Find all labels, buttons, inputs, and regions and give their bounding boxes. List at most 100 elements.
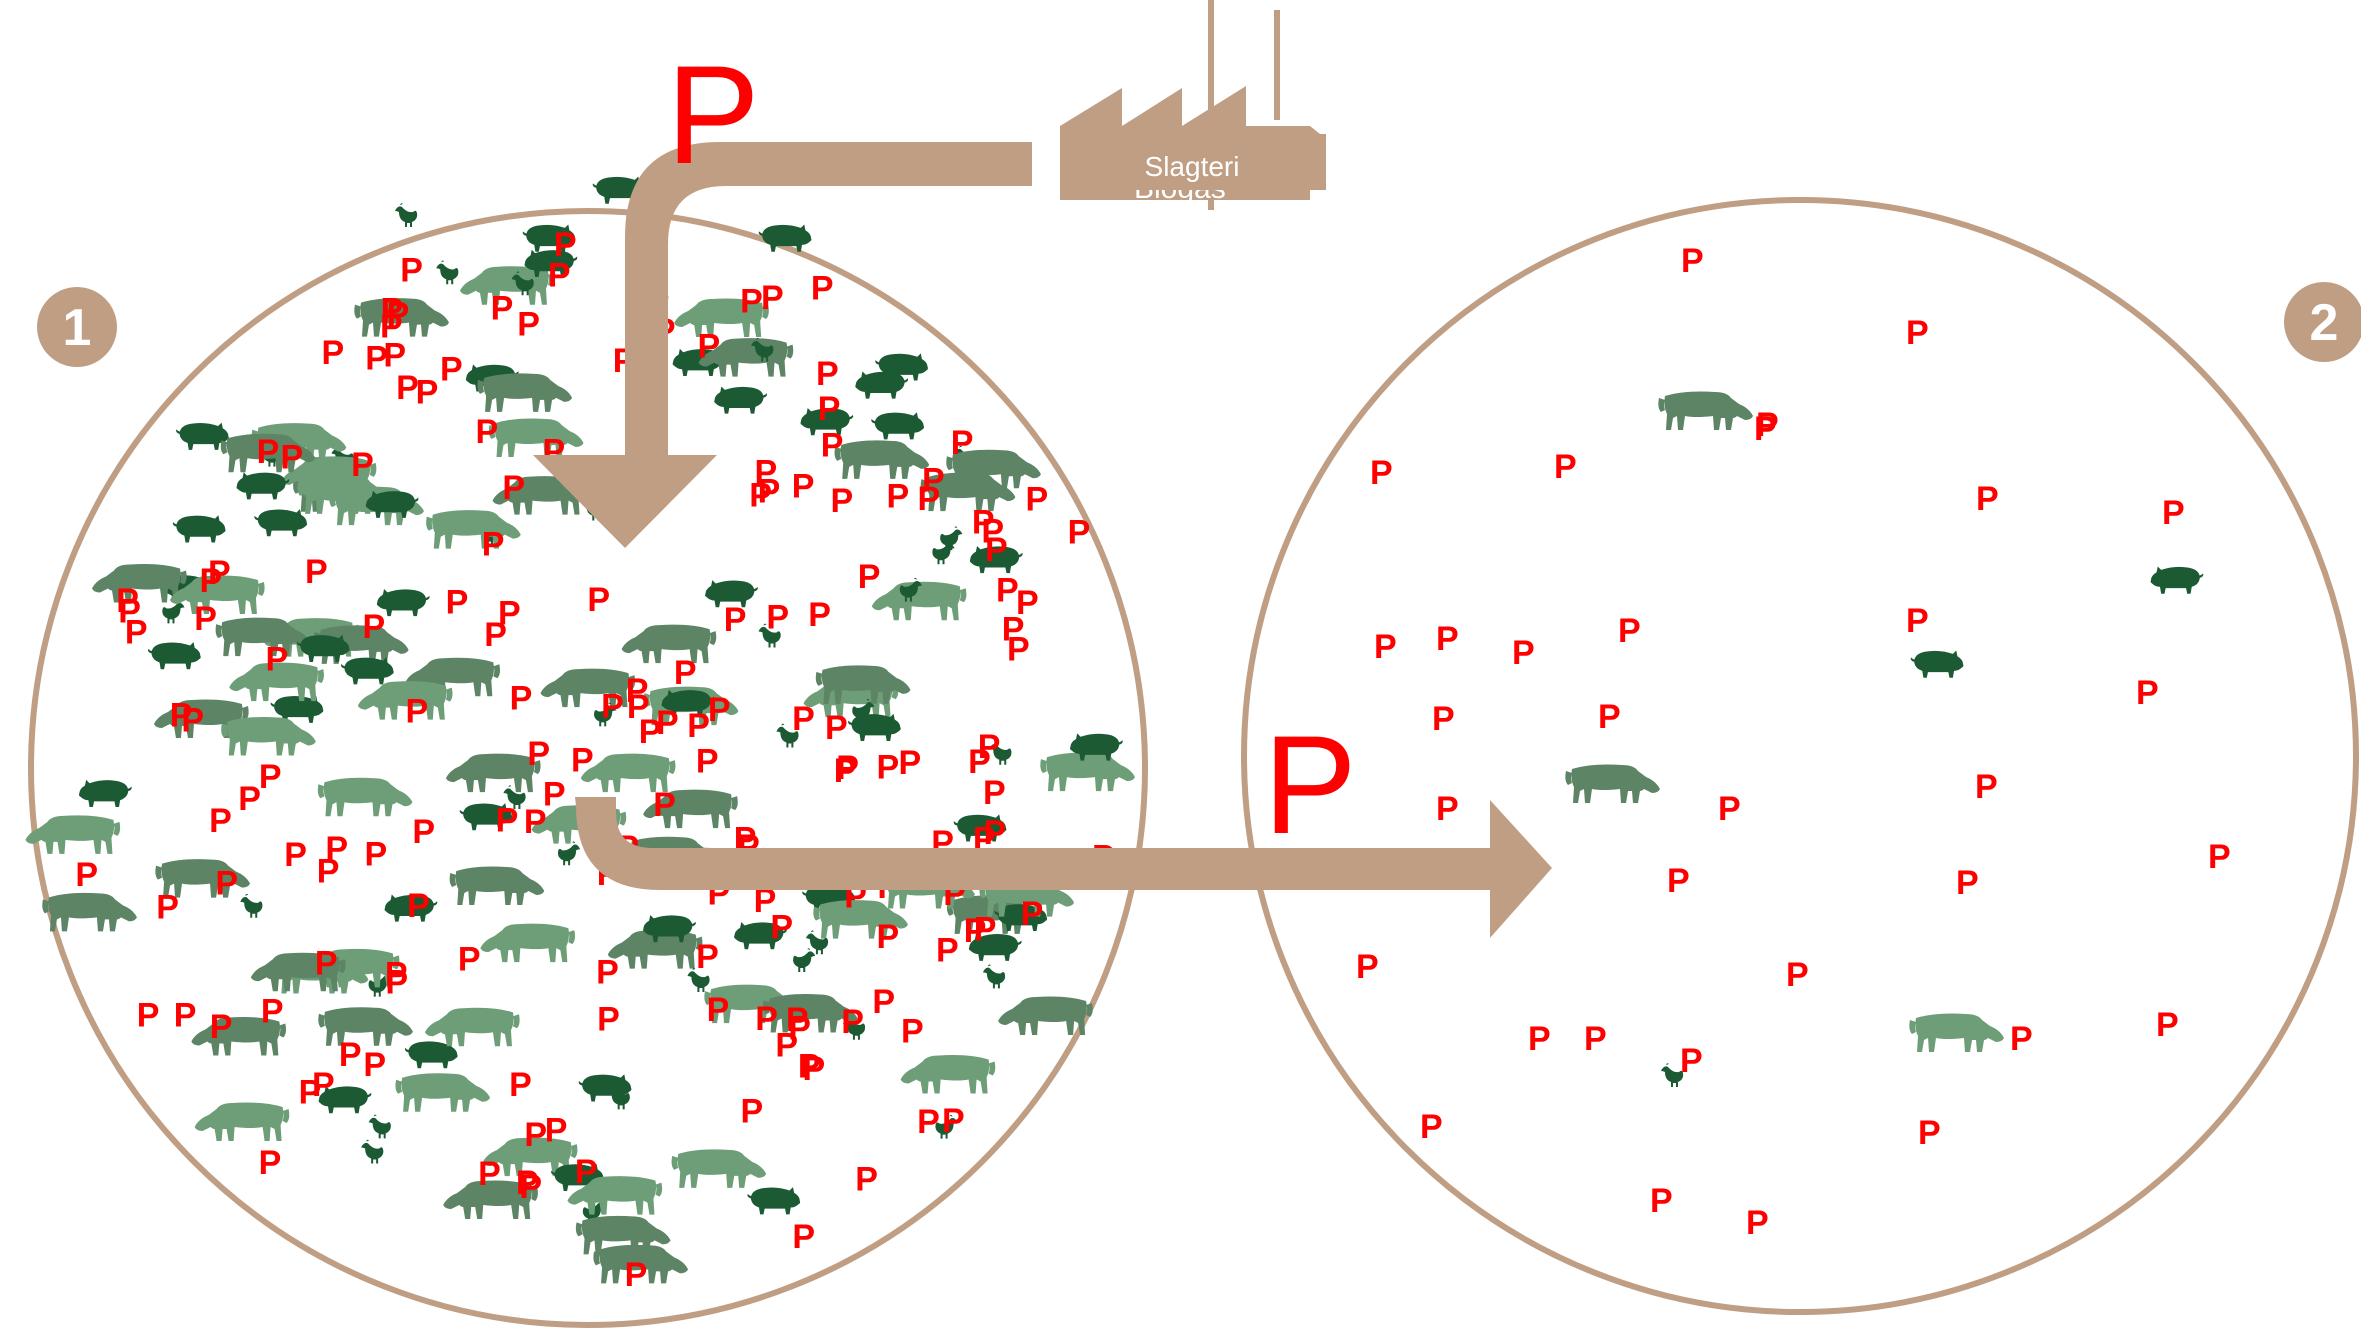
phosphorus-p-label: P	[1906, 602, 1929, 640]
phosphorus-p-label: P	[475, 413, 498, 451]
phosphorus-p-label: P	[834, 752, 857, 790]
phosphorus-p-label: P	[548, 256, 571, 294]
phosphorus-p-label: P	[917, 1103, 940, 1141]
chicken-icon	[940, 526, 963, 551]
phosphorus-p-label: P	[387, 296, 410, 334]
phosphorus-p-label: P	[1650, 1182, 1673, 1220]
pig-icon	[871, 412, 925, 440]
phosphorus-p-label: P	[75, 856, 98, 894]
phosphorus-p-label: P	[984, 814, 1007, 852]
phosphorus-p-label: P	[825, 709, 848, 747]
chicken-icon	[368, 1114, 391, 1139]
cow-icon	[871, 581, 967, 621]
phosphorus-p-label: P	[626, 672, 649, 710]
phosphorus-p-label: P	[118, 593, 141, 631]
badge-2-number: 2	[2310, 294, 2339, 352]
phosphorus-p-label: P	[936, 931, 959, 969]
chicken-icon	[361, 1139, 384, 1164]
phosphorus-p-label: P	[502, 469, 525, 507]
phosphorus-p-label: P	[396, 369, 419, 407]
phosphorus-p-label: P	[208, 554, 231, 592]
phosphorus-p-label: P	[792, 1218, 815, 1256]
phosphorus-p-label: P	[116, 582, 139, 620]
cow-icon	[426, 510, 521, 549]
phosphorus-p-label: P	[210, 1008, 233, 1046]
phosphorus-p-label: P	[830, 482, 853, 520]
phosphorus-p-label: P	[137, 997, 160, 1035]
phosphorus-p-label: P	[942, 1102, 965, 1140]
phosphorus-p-label: P	[1432, 700, 1455, 738]
arrow-icon	[575, 797, 1552, 938]
phosphorus-p-label: P	[1512, 634, 1535, 672]
phosphorus-p-label: P	[872, 983, 895, 1021]
phosphorus-p-label: P	[749, 476, 772, 514]
circle-1-outline	[28, 208, 1148, 1328]
phosphorus-p-label: P	[509, 1066, 532, 1104]
phosphorus-p-label: P	[321, 334, 344, 372]
pig-icon	[147, 642, 201, 670]
phosphorus-p-label: P	[974, 910, 997, 948]
chicken-icon	[240, 893, 263, 918]
phosphorus-p-label: P	[458, 941, 481, 979]
phosphorus-p-label: P	[2010, 1020, 2033, 1058]
phosphorus-p-label: P	[798, 1047, 821, 1085]
pig-icon	[747, 1187, 801, 1215]
phosphorus-p-label: P	[707, 991, 730, 1029]
phosphorus-p-label: P	[792, 468, 815, 506]
phosphorus-p-label: P	[571, 742, 594, 780]
phosphorus-p-label: P	[1584, 1020, 1607, 1058]
phosphorus-p-label: P	[876, 748, 899, 786]
phosphorus-p-label: P	[519, 1168, 542, 1206]
phosphorus-p-label: P	[491, 289, 514, 327]
phosphorus-p-label: P	[194, 600, 217, 638]
phosphorus-p-label: P	[2156, 1006, 2179, 1044]
phosphorus-p-label: P	[983, 774, 1006, 812]
phosphorus-p-label: P	[770, 908, 793, 946]
phosphorus-p-label: P	[1554, 448, 1577, 486]
phosphorus-p-label: P	[362, 608, 385, 646]
phosphorus-p-label: P	[978, 728, 1001, 766]
phosphorus-p-label: P	[899, 744, 922, 782]
phosphorus-p-label: P	[696, 742, 719, 780]
phosphorus-p-label: P	[170, 697, 193, 735]
phosphorus-p-label: P	[972, 504, 995, 542]
cow-icon	[621, 624, 717, 664]
phosphorus-p-label: P	[498, 595, 521, 633]
phosphorus-p-label: P	[381, 292, 404, 330]
phosphorus-p-label: P	[687, 707, 710, 745]
phosphorus-p-label: P	[1025, 481, 1048, 519]
phosphorus-p-label: P	[527, 735, 550, 773]
pig-icon	[855, 371, 909, 399]
phosphorus-p-label: P	[405, 693, 428, 731]
phosphorus-p-label: P	[754, 882, 777, 920]
phosphorus-p-label: P	[575, 1153, 598, 1191]
phosphorus-p-label: P	[325, 830, 348, 868]
phosphorus-p-label: P	[209, 802, 232, 840]
flow-p-label-middle: P	[1263, 706, 1356, 863]
chicken-icon	[793, 948, 816, 972]
phosphorus-p-label: P	[951, 424, 974, 462]
phosphorus-p-label: P	[259, 758, 282, 796]
phosphorus-p-label: P	[755, 454, 778, 492]
phosphorus-p-label: P	[708, 691, 731, 729]
phosphorus-p-label: P	[125, 614, 148, 652]
pig-icon	[848, 713, 901, 742]
phosphorus-p-label: P	[1068, 514, 1091, 552]
phosphorus-p-label: P	[656, 704, 679, 742]
phosphorus-p-label: P	[365, 339, 388, 377]
phosphorus-p-label: P	[775, 1026, 798, 1064]
pig-icon	[365, 490, 419, 518]
phosphorus-p-label: P	[964, 912, 987, 950]
phosphorus-p-label: P	[1356, 948, 1379, 986]
cow-icon	[900, 1054, 996, 1094]
phosphorus-p-label: P	[601, 688, 624, 726]
phosphorus-p-label: P	[1618, 612, 1641, 650]
phosphorus-p-label: P	[299, 1074, 322, 1112]
phosphorus-p-label: P	[416, 373, 439, 411]
phosphorus-p-label: P	[496, 802, 519, 840]
phosphorus-p-label: P	[855, 1160, 878, 1198]
phosphorus-p-label: P	[802, 1050, 825, 1088]
phosphorus-p-label: P	[697, 328, 720, 366]
animal-layer	[25, 176, 2204, 1284]
phosphorus-p-label: P	[440, 351, 463, 389]
